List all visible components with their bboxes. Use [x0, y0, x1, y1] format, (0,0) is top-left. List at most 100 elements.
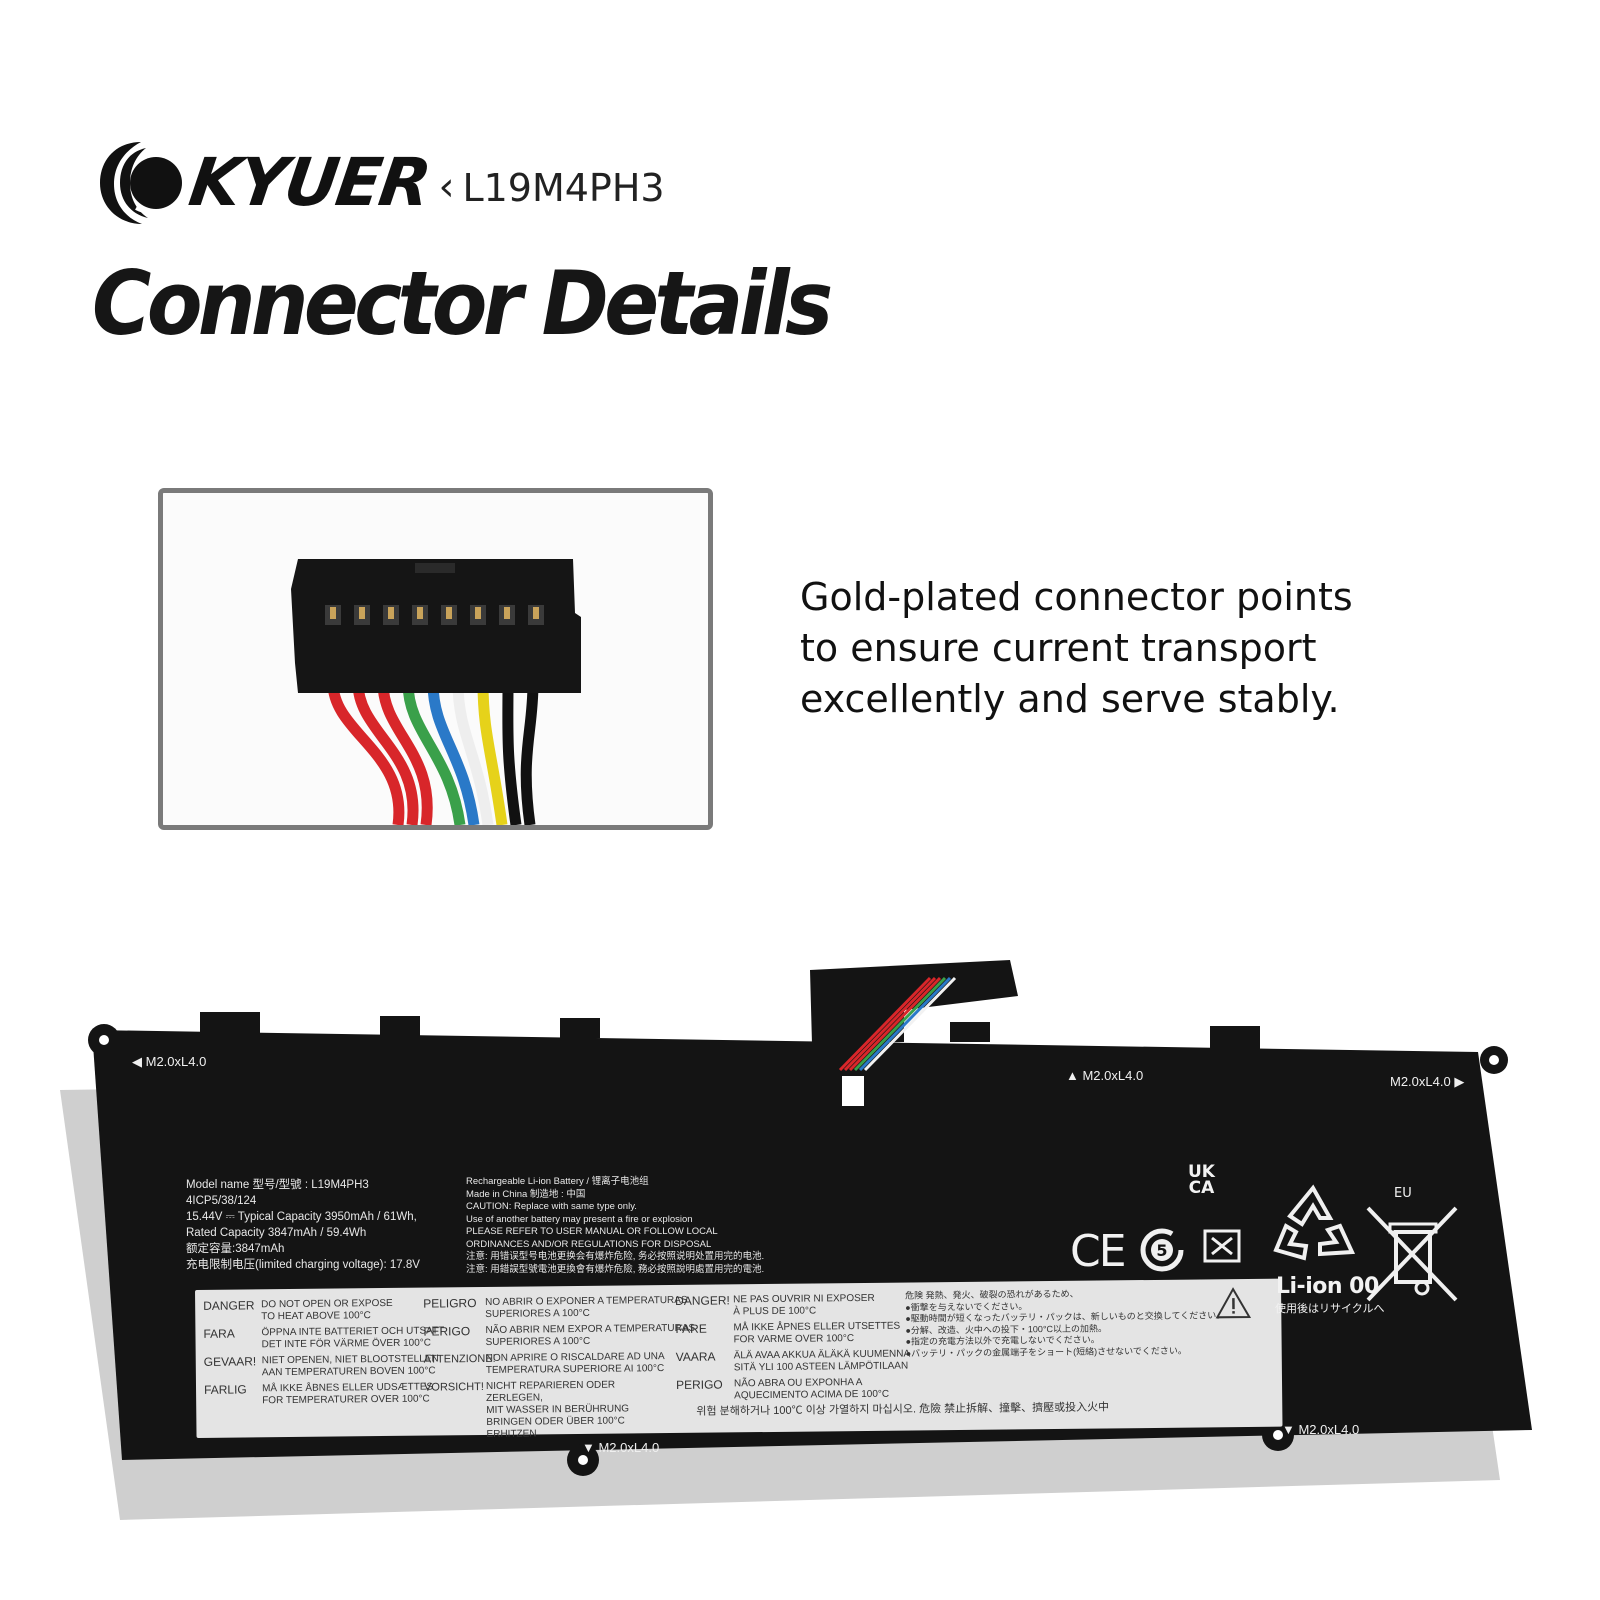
- connector-wire: [452, 682, 494, 825]
- caution-line: 注意: 用错误型号电池更换会有爆炸危险, 务必按照说明处置用完的电池.: [466, 1251, 765, 1262]
- cable-wire: [838, 976, 932, 1072]
- recycle-icon: [1273, 1184, 1356, 1261]
- connector-wire: [327, 682, 405, 825]
- warning-text: À PLUS DE 100°C: [733, 1305, 817, 1318]
- warning-text: SUPERIORES A 100°C: [485, 1335, 591, 1348]
- rohs-number: 5: [1156, 1241, 1167, 1260]
- screw-label: ▼ M2.0xL4.0: [1282, 1422, 1360, 1437]
- cable-wire: [843, 976, 937, 1072]
- connector-wire: [402, 682, 466, 825]
- gold-contact: [504, 607, 510, 619]
- connector-photo: [158, 488, 713, 830]
- warning-head: PERIGO: [675, 1377, 723, 1392]
- warning-text: TEMPERATURA SUPERIORE AI 100°C: [485, 1363, 665, 1376]
- ukca-text: CA: [1188, 1178, 1215, 1198]
- gold-contact: [533, 607, 539, 619]
- screw-label: ▲ M2.0xL4.0: [1066, 1068, 1144, 1083]
- ce-mark: CE: [1070, 1226, 1127, 1277]
- screw-label: ▼ M2.0xL4.0: [582, 1440, 660, 1455]
- gold-contact: [388, 607, 394, 619]
- caution-line: Made in China 制造地 : 中国: [466, 1188, 586, 1200]
- rohs-5-icon: 5: [1140, 1228, 1184, 1272]
- warning-head: GEVAAR!: [203, 1354, 257, 1369]
- warning-triangle-icon: [1215, 1287, 1252, 1319]
- warning-head: FARLIG: [203, 1382, 247, 1397]
- brand-chevron: ‹: [438, 164, 455, 210]
- gold-contact: [330, 607, 336, 619]
- warning-text: FOR VARME OVER 100°C: [733, 1333, 855, 1346]
- warning-head: PERIGO: [423, 1324, 471, 1339]
- eu-mark: EU: [1394, 1186, 1412, 1201]
- warning-head: VAARA: [675, 1349, 716, 1364]
- warning-text: FOR TEMPERATURER OVER 100°C: [262, 1393, 430, 1407]
- warning-head: VORSICHT!: [423, 1380, 485, 1394]
- battery-caution-text: Rechargeable Li-ion Battery / 锂离子电池组 Mad…: [466, 1176, 764, 1276]
- warning-text: SITÄ YLI 100 ASTEEN LÄMPÖTILAAN: [733, 1360, 909, 1374]
- description-line: Gold-plated connector points: [800, 575, 1353, 619]
- brand-header: KYUER ‹ L19M4PH3: [96, 138, 665, 228]
- warning-text: NÃO ABRIR NEM EXPOR A TEMPERATURAS: [485, 1322, 696, 1336]
- spec-line: 4ICP5/38/124: [186, 1195, 257, 1207]
- warning-text: DO NOT OPEN OR EXPOSE: [261, 1297, 393, 1311]
- warning-text: NO ABRIR O EXPONER A TEMPERATURAS: [485, 1294, 688, 1308]
- page-title: Connector Details: [92, 252, 833, 355]
- cable-wire: [863, 976, 957, 1072]
- spec-line: 额定容量:3847mAh: [186, 1243, 285, 1255]
- brand-swirl-icon: [100, 142, 184, 224]
- warning-text: TO HEAT ABOVE 100°C: [261, 1310, 371, 1323]
- connector-pins: [325, 605, 544, 625]
- connector-wire: [352, 682, 419, 825]
- warning-head: FARA: [203, 1326, 235, 1341]
- cable-wire: [858, 976, 952, 1072]
- china-recycle-icon: [1203, 1229, 1241, 1263]
- cable-wire: [848, 976, 942, 1072]
- battery-cable-wires: [838, 976, 957, 1072]
- caution-line: PLEASE REFER TO USER MANUAL OR FOLLOW LO…: [466, 1226, 718, 1237]
- connector-wire: [477, 682, 508, 825]
- crossed-bin-icon: [1366, 1206, 1458, 1302]
- description-line: excellently and serve stably.: [800, 677, 1340, 721]
- warning-text: ÖPPNA INTE BATTERIET OCH UTSATT: [261, 1325, 445, 1339]
- warning-head: PELIGRO: [423, 1296, 477, 1311]
- connector-description: Gold-plated connector points to ensure c…: [800, 572, 1450, 725]
- gold-contact: [446, 607, 452, 619]
- cable-wire: [853, 976, 947, 1072]
- caution-line: ORDINANCES AND/OR REGULATIONS FOR DISPOS…: [466, 1238, 712, 1250]
- warning-text: NIET OPENEN, NIET BLOOTSTELLEN: [261, 1353, 439, 1367]
- battery-spec-text: Model name 型号/型號 : L19M4PH3 4ICP5/38/124…: [186, 1177, 420, 1273]
- warning-text: NÃO ABRA OU EXPONHA A: [733, 1377, 863, 1390]
- warning-text: MÅ IKKE ÅPNES ELLER UTSETTES: [733, 1320, 901, 1334]
- warning-text: MIT WASSER IN BERÜHRUNG BRINGEN ODER ÜBE…: [486, 1403, 630, 1440]
- spec-line: 充电限制电压(limited charging voltage): 17.8V: [186, 1259, 420, 1271]
- connector-wire: [502, 682, 522, 825]
- warning-column: PELIGRO NO ABRIR O EXPONER A TEMPERATURAS…: [423, 1295, 696, 1446]
- spec-line: 15.44V ⎓ Typical Capacity 3950mAh / 61Wh…: [186, 1211, 417, 1223]
- spec-line: Model name 型号/型號 : L19M4PH3: [186, 1179, 369, 1191]
- caution-line: 注意: 用錯誤型號電池更換會有爆炸危險, 務必按照說明處置用完的電池.: [466, 1263, 765, 1275]
- connector-wire: [427, 682, 480, 825]
- warning-text: ÄLÄ AVAA AKKUA ÄLÄKÄ KUUMENNA: [733, 1348, 911, 1362]
- description-line: to ensure current transport: [800, 626, 1317, 670]
- brand-name: KYUER: [184, 144, 434, 221]
- warning-text: NE PAS OUVRIR NI EXPOSER: [733, 1292, 875, 1306]
- warning-text: DET INTE FÖR VÄRME ÖVER 100°C: [261, 1337, 432, 1351]
- model-code: L19M4PH3: [462, 166, 665, 210]
- korean-warning: 위험 분해하거나 100℃ 이상 가열하지 마십시오. 危險 禁止拆解、撞擊、擠…: [696, 1401, 1110, 1418]
- japanese-warning: 危険 発熱、発火、破裂の恐れがあるため、 ●衝撃を与えないでください。 ●駆動時…: [905, 1287, 1226, 1359]
- warning-text: NON APRIRE O RISCALDARE AD UNA: [485, 1351, 665, 1364]
- warning-head: ATTENZIONE!: [423, 1352, 496, 1366]
- warning-head: DANGER!: [675, 1293, 730, 1308]
- ukca-mark: UK CA: [1188, 1164, 1215, 1198]
- connector-wire: [377, 682, 433, 825]
- caution-line: Rechargeable Li-ion Battery / 锂离子电池组: [466, 1176, 649, 1187]
- screw-label: ◀ M2.0xL4.0: [132, 1054, 207, 1069]
- screw-label: M2.0xL4.0 ▶: [1390, 1074, 1465, 1089]
- gold-contact: [417, 607, 423, 619]
- warning-text: NICHT REPARIEREN ODER ZERLEGEN,: [485, 1379, 616, 1404]
- warning-head: DANGER: [203, 1298, 255, 1313]
- warning-text: MÅ IKKE ÅBNES ELLER UDSÆTTES: [261, 1381, 434, 1395]
- connector-wires: [327, 682, 539, 825]
